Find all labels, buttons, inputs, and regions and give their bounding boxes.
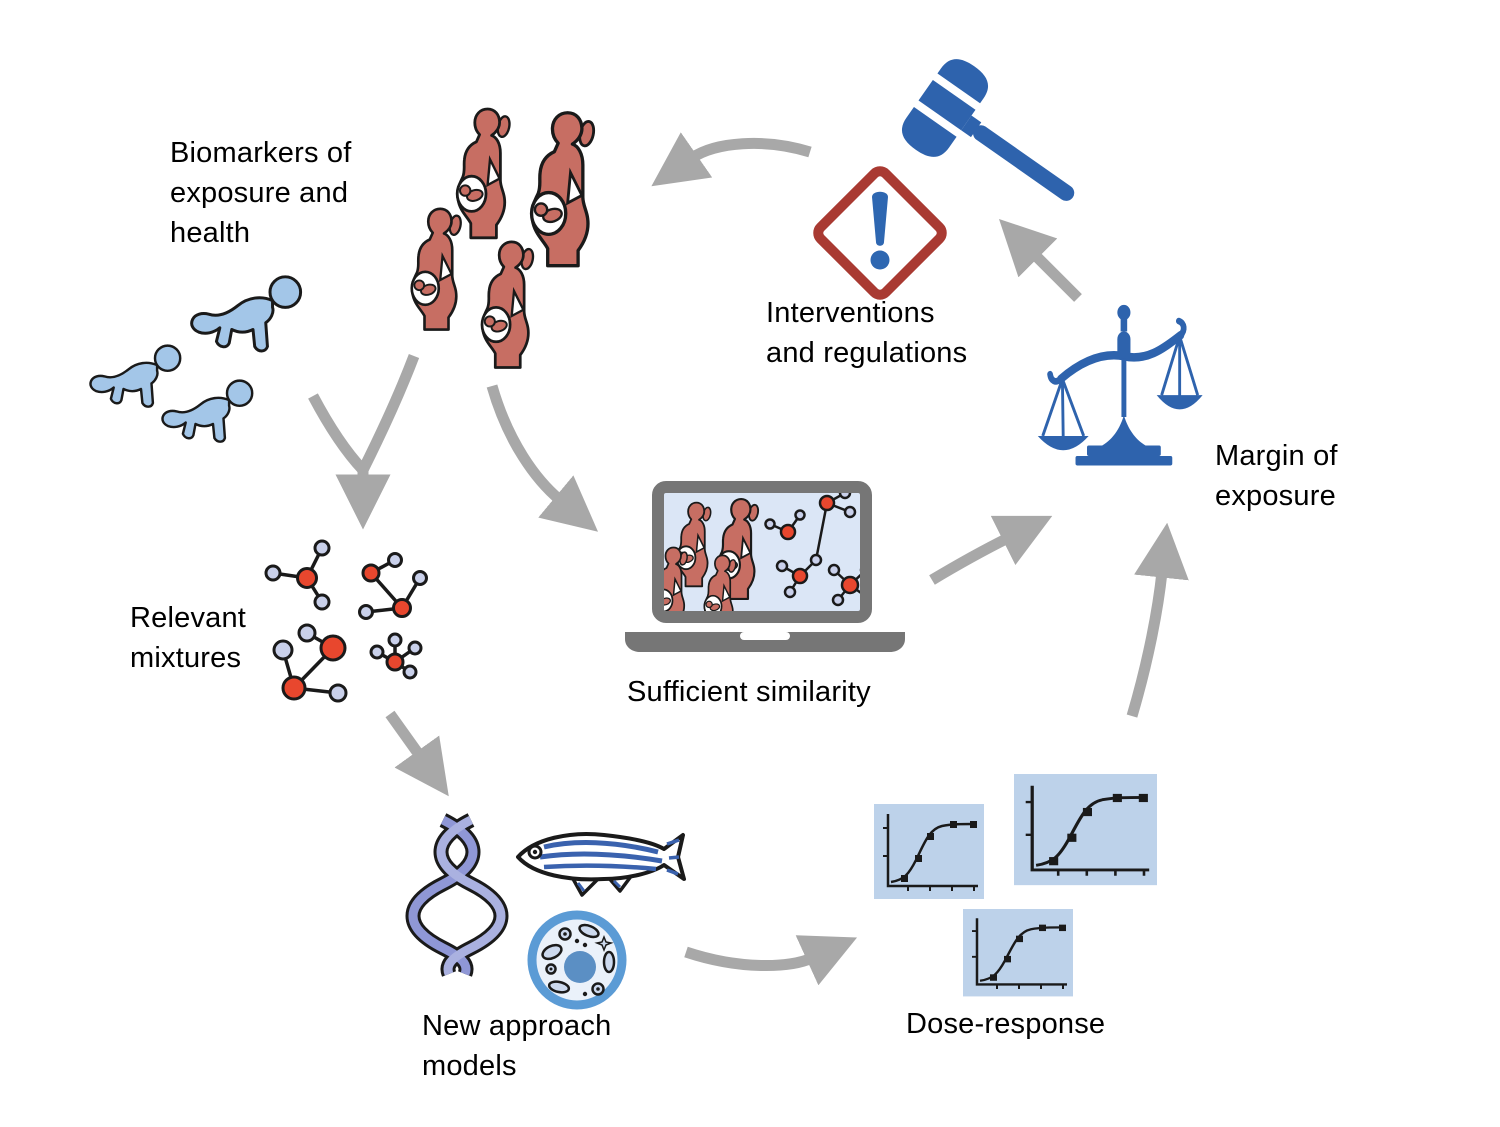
crawling-babies-icon [89, 275, 303, 443]
arrow-dose-response-to-margin [1126, 522, 1189, 718]
new-approach-models-label: New approach models [422, 1010, 612, 1083]
arrow-biomarkers-to-similarity [486, 384, 599, 532]
arrow-interventions-to-biomarkers [651, 132, 812, 187]
zebrafish-icon [516, 832, 686, 897]
arrow-margin-to-interventions [998, 218, 1082, 302]
exclamation-mark [872, 191, 888, 246]
dose-response-label: Dose-response [906, 1008, 1106, 1040]
arrow-models-to-dose-response [684, 935, 858, 986]
molecules-icon [264, 539, 428, 703]
relevant-mixtures-label: Relevant mixtures [130, 602, 247, 675]
arrow-mixtures-to-models [385, 710, 449, 797]
laptop-icon [625, 481, 905, 652]
sufficient-similarity-label: Sufficient similarity [627, 676, 871, 708]
laptop-base-notch [740, 632, 790, 640]
dose-response-chart-3 [961, 907, 1075, 998]
arrow-biomarkers-to-mixtures [308, 354, 420, 530]
interventions-label: Interventions and regulations [766, 297, 968, 370]
gavel-icon [901, 59, 1075, 201]
cell-icon [527, 910, 627, 1010]
dose-response-charts-icon [872, 772, 1159, 998]
arrow-similarity-to-margin [929, 515, 1053, 585]
dose-response-chart-1 [872, 802, 986, 901]
dose-response-chart-2 [1012, 772, 1159, 887]
margin-of-exposure-label: Margin of exposure [1215, 440, 1338, 513]
dna-helix-icon [405, 813, 509, 977]
biomarkers-label: Biomarkers of exposure and health [170, 137, 352, 250]
pregnant-women-icon [410, 107, 598, 369]
laptop-screen-content [664, 493, 860, 611]
warning-diamond-icon [813, 166, 947, 300]
balance-scale-icon [1037, 304, 1203, 466]
